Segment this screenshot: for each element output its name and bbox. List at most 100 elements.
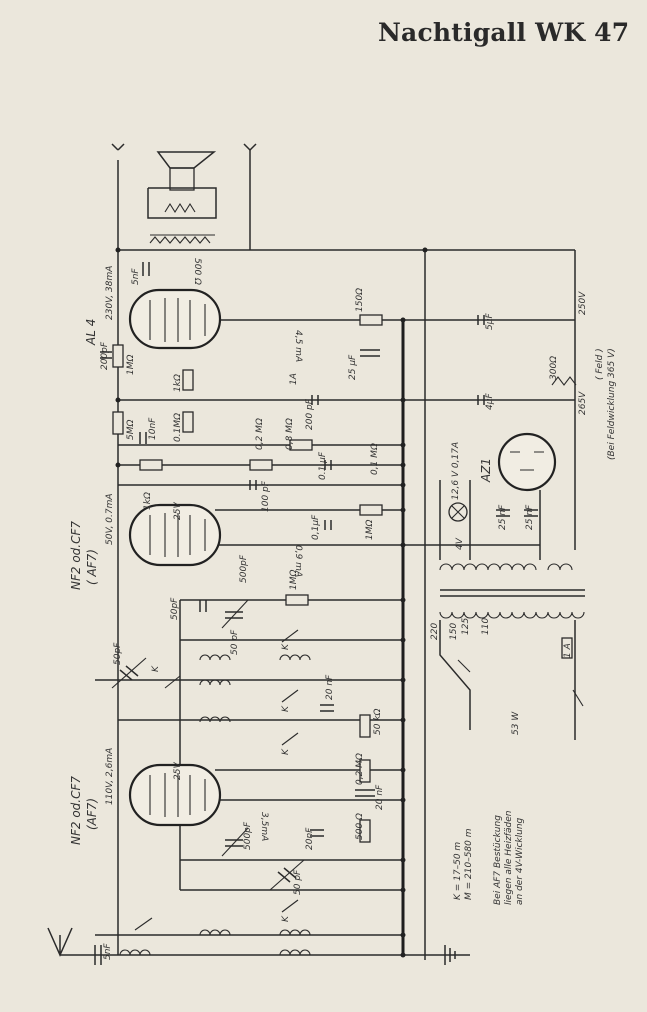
value-label: 1MΩ [365,520,375,540]
switch-label: K [281,705,291,712]
value-label: ( Feld ) [595,348,605,380]
terminal-icon [111,143,125,151]
value-label: 25 nF [498,504,508,530]
value-label: 50 kΩ [373,708,383,735]
value-label: 5MΩ [126,420,136,440]
output-transformer [149,234,215,244]
value-label: 5μF [485,313,495,330]
value-label: 200pF [100,341,110,370]
value-label: 500pF [243,821,253,850]
tube-label-az1: AZ1 [479,458,493,483]
power-transformer [439,563,585,619]
value-label: 20 nF [375,784,385,810]
value-label: 1kΩ [143,492,153,510]
fuse-label: 1 A [563,643,573,658]
current-label: 0,9 mA [293,545,303,577]
tube-label-al4: AL 4 [84,319,98,346]
resistor [112,314,573,843]
value-label: 10nF [148,417,158,440]
tube-label-rf1: NF2 od.CF7 [69,521,83,590]
voltage-label: 110V, 2,6mA [105,748,115,805]
value-label: 25 nF [525,504,535,530]
junction-dots [115,247,428,958]
tube-label-rf2: NF2 od.CF7 [69,776,83,845]
value-label: 5nF [103,943,113,960]
value-label: 50 pF [230,629,240,655]
voltage-label: 265V [578,391,588,415]
value-label: 50pF [113,642,123,665]
terminal-icon [243,143,257,151]
note-line: an der 4V-Wicklung [515,817,525,905]
schematic-title: Nachtigall WK 47 [378,18,630,47]
coil-icon [119,654,311,956]
voltage-label: 25V [173,762,183,780]
value-label: 5nF [131,268,141,285]
ground-icon [444,945,456,965]
value-label: 0,1μF [311,514,321,540]
note-af7: Bei AF7 Bestückung liegen alle Heizfäden… [493,810,525,905]
value-label: 150Ω [355,288,365,312]
value-label: 20 nF [325,674,335,700]
lamp-label: 12,6 V 0,17A [451,442,461,500]
tube-label-rf1-alt: ( AF7) [85,549,99,585]
switch-label: K [151,665,161,672]
value-label: 100 pF [261,480,271,512]
field-coil [551,376,577,386]
mains-tap-label: 150 [449,623,459,640]
value-label: 1MΩ [126,355,136,375]
capacitor [94,262,538,965]
voltage-label: 25V [173,502,183,520]
value-label: 0,8 MΩ [285,418,295,450]
mains-wire [439,620,471,730]
value-label: 0,2 MΩ [255,418,265,450]
value-label: 50 pF [293,869,303,895]
note-bands: K = 17–50 m M = 210–580 m [453,828,474,900]
tube-rf2 [128,763,222,827]
tube-al4 [128,288,222,350]
value-label: 0,2 MΩ [355,753,365,785]
value-label: 1MΩ [289,570,299,590]
mains-tap-label: 125 [461,618,471,635]
value-label: 0,1 MΩ [370,443,380,475]
rectifier-tube [497,432,557,492]
value-label: (Bei Feldwicklung 365 V) [607,348,617,460]
note-bands-text: K = 17–50 m [453,842,463,900]
value-label: 4μF [485,393,495,410]
voltage-label: 250V [578,291,588,315]
note-line: M = 210–580 m [464,828,474,900]
value-label: 500pF [239,554,249,583]
power-label: 53 W [511,711,521,735]
voltage-label: 50V, 0.7mA [105,493,115,545]
current-label: 3,5mA [259,812,269,841]
mains-tap-label: 110 [481,618,491,635]
note-af7-text: Bei AF7 Bestückung [493,815,503,905]
tube-label-rf2-alt: (AF7) [85,798,99,830]
switch-icon [134,629,584,931]
switch-label: K [281,748,291,755]
switch-label: K [281,915,291,922]
speaker-icon [147,151,217,219]
value-label: 0.1MΩ [173,413,183,442]
value-label: 4V [455,537,465,550]
switch-label: K [281,643,291,650]
note-line: liegen alle Heizfäden [504,810,514,905]
value-label: 20nF [305,827,315,850]
voltage-label: 230V, 38mA [105,266,115,320]
value-label: 25 μF [348,354,358,380]
value-label: 500 Ω [192,258,202,285]
mains-tap-label: 220 [430,623,440,640]
value-label: 1kΩ [173,374,183,392]
antenna-icon [47,927,73,957]
value-label: 200 pF [305,398,315,430]
transformer-wires [439,480,541,560]
tube-rf1 [128,503,222,567]
value-label: 1A [289,373,299,385]
current-label: 4,5 mA [293,330,303,362]
value-label: 0.1 μF [318,451,328,480]
variable-capacitor-icon [111,599,305,891]
value-label: 300Ω [549,356,559,380]
value-label: 50pF [170,597,180,620]
pilot-lamp-icon [448,502,468,522]
value-label: 500 Ω [355,813,365,840]
